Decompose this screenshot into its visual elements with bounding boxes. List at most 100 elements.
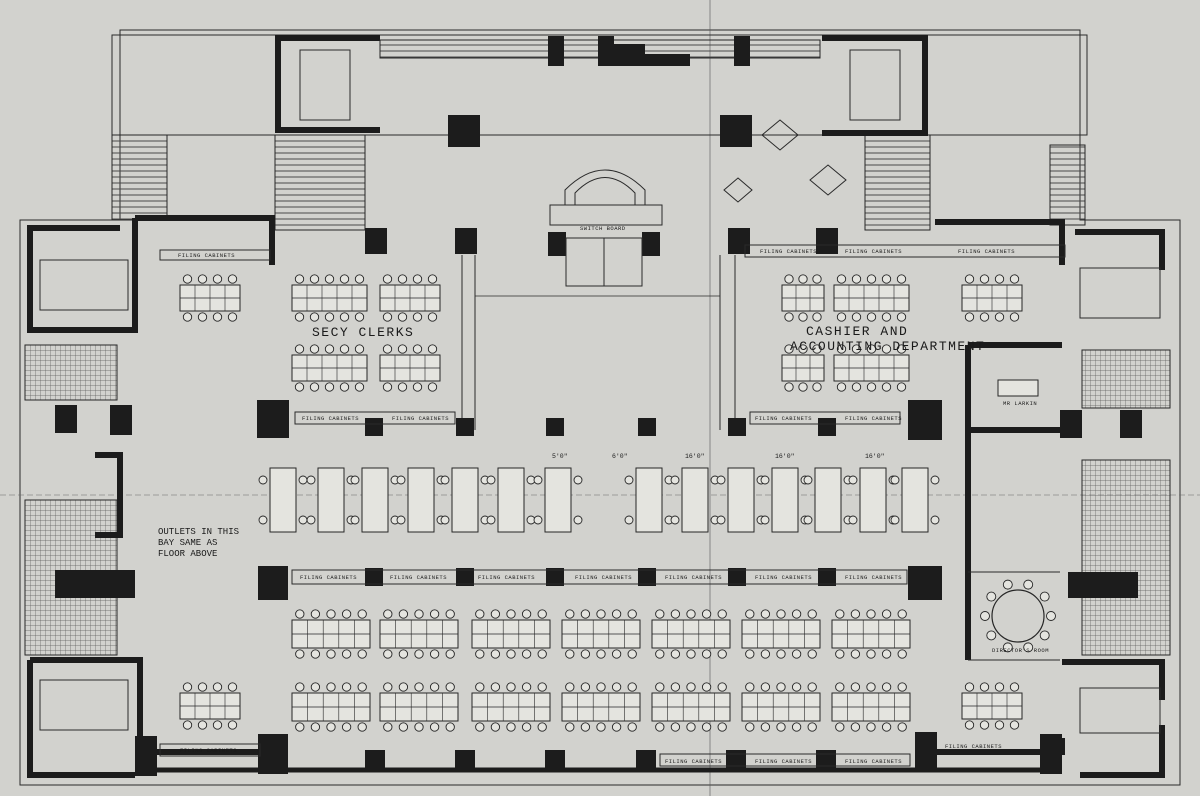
- chair: [1002, 642, 1013, 653]
- pier-mid-2: [365, 418, 383, 436]
- chair: [836, 312, 847, 322]
- chair: [596, 722, 606, 732]
- chair: [339, 274, 350, 284]
- pier-bot-2: [455, 750, 475, 772]
- chair: [397, 382, 408, 392]
- chair: [1046, 611, 1056, 621]
- chair: [850, 649, 861, 659]
- chair: [866, 274, 877, 284]
- desk-vertical: [859, 467, 887, 533]
- dimension-2: 16'0": [775, 453, 795, 460]
- vestibule-platform: [549, 204, 663, 226]
- chair: [398, 609, 409, 619]
- desk-vertical: [269, 467, 297, 533]
- chair: [791, 682, 802, 692]
- chair: [490, 722, 501, 732]
- planter-diamond-1: [761, 119, 799, 151]
- west-vault: [55, 570, 135, 598]
- label-filing-cabinets-9: FILING CABINETS: [300, 574, 357, 581]
- chair: [1023, 642, 1034, 653]
- label-outlets-line2: BAY SAME AS: [158, 538, 217, 548]
- chair: [836, 274, 847, 284]
- chair: [670, 682, 681, 692]
- chair: [835, 722, 845, 732]
- chair: [565, 682, 575, 692]
- chair: [791, 722, 802, 732]
- chair: [760, 515, 770, 525]
- chair: [212, 312, 223, 322]
- chair: [298, 515, 308, 525]
- chair: [182, 682, 193, 692]
- chair: [881, 682, 892, 692]
- label-mr-larkin: MR LARKIN: [1003, 400, 1037, 407]
- chair: [397, 274, 408, 284]
- chair: [537, 609, 547, 619]
- label-filing-cabinets-11: FILING CABINETS: [478, 574, 535, 581]
- desk-vertical: [635, 467, 663, 533]
- west-partition: [95, 452, 123, 538]
- chair: [412, 312, 423, 322]
- chair: [627, 682, 637, 692]
- lamp-pier-right: [720, 115, 752, 147]
- pier-mid-8: [908, 400, 942, 440]
- chair: [760, 475, 770, 485]
- chair: [324, 312, 335, 322]
- chair: [506, 722, 516, 732]
- chair: [506, 649, 516, 659]
- front-pier-1: [548, 36, 564, 66]
- chair: [964, 720, 975, 730]
- chair: [339, 382, 350, 392]
- chair: [324, 344, 335, 354]
- chair: [227, 312, 238, 322]
- filing-strip-middle: [291, 569, 908, 585]
- label-filing-cabinets-5: FILING CABINETS: [302, 415, 359, 422]
- court-wall-east: [719, 255, 736, 430]
- chair: [611, 682, 622, 692]
- chair: [655, 649, 665, 659]
- chair: [212, 682, 223, 692]
- chair: [427, 312, 438, 322]
- chair: [212, 274, 223, 284]
- east-grid-bay-lower: [1081, 459, 1171, 656]
- desk-vertical: [361, 467, 389, 533]
- chair: [896, 382, 907, 392]
- chair: [580, 722, 591, 732]
- chair: [258, 475, 268, 485]
- west-pier-a: [55, 405, 77, 433]
- dimension-3: 16'0": [865, 453, 885, 460]
- west-pier-b: [110, 405, 132, 435]
- chair: [533, 475, 543, 485]
- court-wall-west: [461, 255, 476, 430]
- chair: [701, 722, 712, 732]
- pier-top-2: [455, 228, 477, 254]
- chair: [354, 312, 365, 322]
- pier-low-6: [728, 568, 746, 586]
- east-vault: [1068, 572, 1138, 598]
- chair: [326, 649, 336, 659]
- pier-low-5: [638, 568, 656, 586]
- chair: [798, 312, 808, 322]
- chair: [521, 722, 532, 732]
- chair: [745, 649, 755, 659]
- east-grid-bay-upper: [1081, 349, 1171, 409]
- west-grid-bay-upper: [24, 344, 118, 401]
- chair: [896, 344, 907, 354]
- chair: [565, 609, 575, 619]
- chair: [881, 274, 892, 284]
- chair: [881, 649, 892, 659]
- chair: [396, 475, 406, 485]
- label-cashier-line1: CASHIER AND: [806, 324, 908, 339]
- chair: [382, 344, 393, 354]
- chair: [339, 312, 350, 322]
- chair: [850, 682, 861, 692]
- chair: [745, 609, 755, 619]
- chair: [341, 609, 352, 619]
- chair: [798, 382, 808, 392]
- chair: [1039, 630, 1050, 641]
- chair: [881, 312, 892, 322]
- chair: [890, 475, 900, 485]
- chair: [573, 515, 583, 525]
- chair: [427, 344, 438, 354]
- chair: [258, 515, 268, 525]
- chair: [866, 649, 876, 659]
